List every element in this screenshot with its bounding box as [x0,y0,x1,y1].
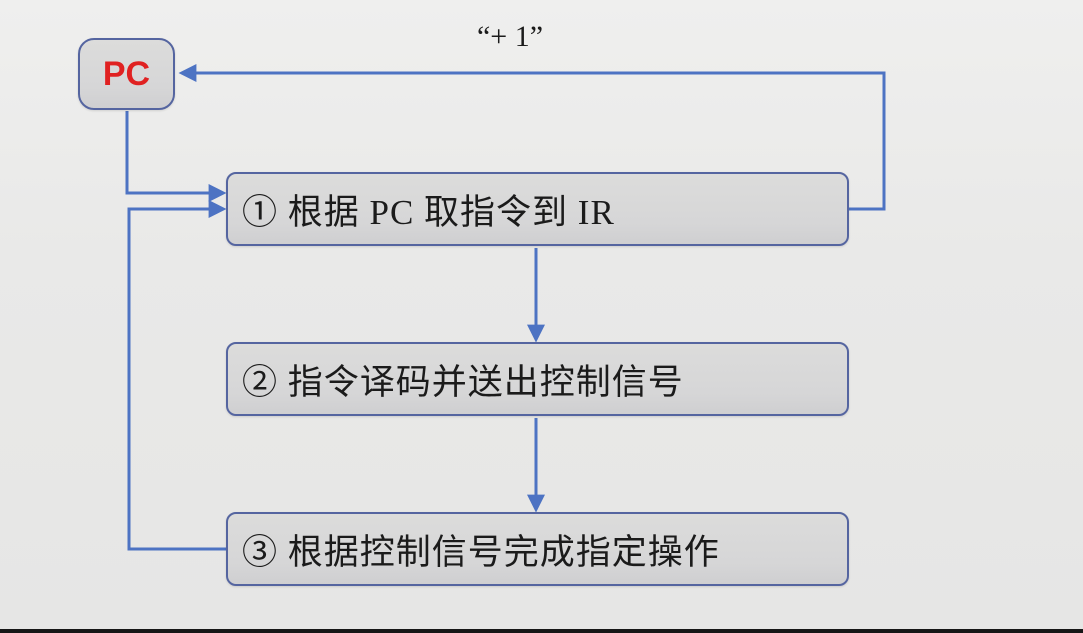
step2-decode-box: ② 指令译码并送出控制信号 [226,342,849,416]
bottom-edge-bar [0,629,1083,633]
pc-box: PC [78,38,175,110]
step1-label: ① 根据 PC 取指令到 IR [242,192,615,232]
step3-execute-box: ③ 根据控制信号完成指定操作 [226,512,849,586]
plus-one-label: “+ 1” [476,20,544,53]
pc-box-label: PC [102,54,151,93]
arrow-pc-to-step1 [125,111,227,202]
step1-fetch-box: ① 根据 PC 取指令到 IR [226,172,849,246]
arrow-step1-plus1-to-pc [178,64,886,211]
step2-label: ② 指令译码并送出控制信号 [242,362,684,402]
step3-label: ③ 根据控制信号完成指定操作 [242,532,720,572]
arrow-step3-loop-to-step1 [127,200,227,551]
